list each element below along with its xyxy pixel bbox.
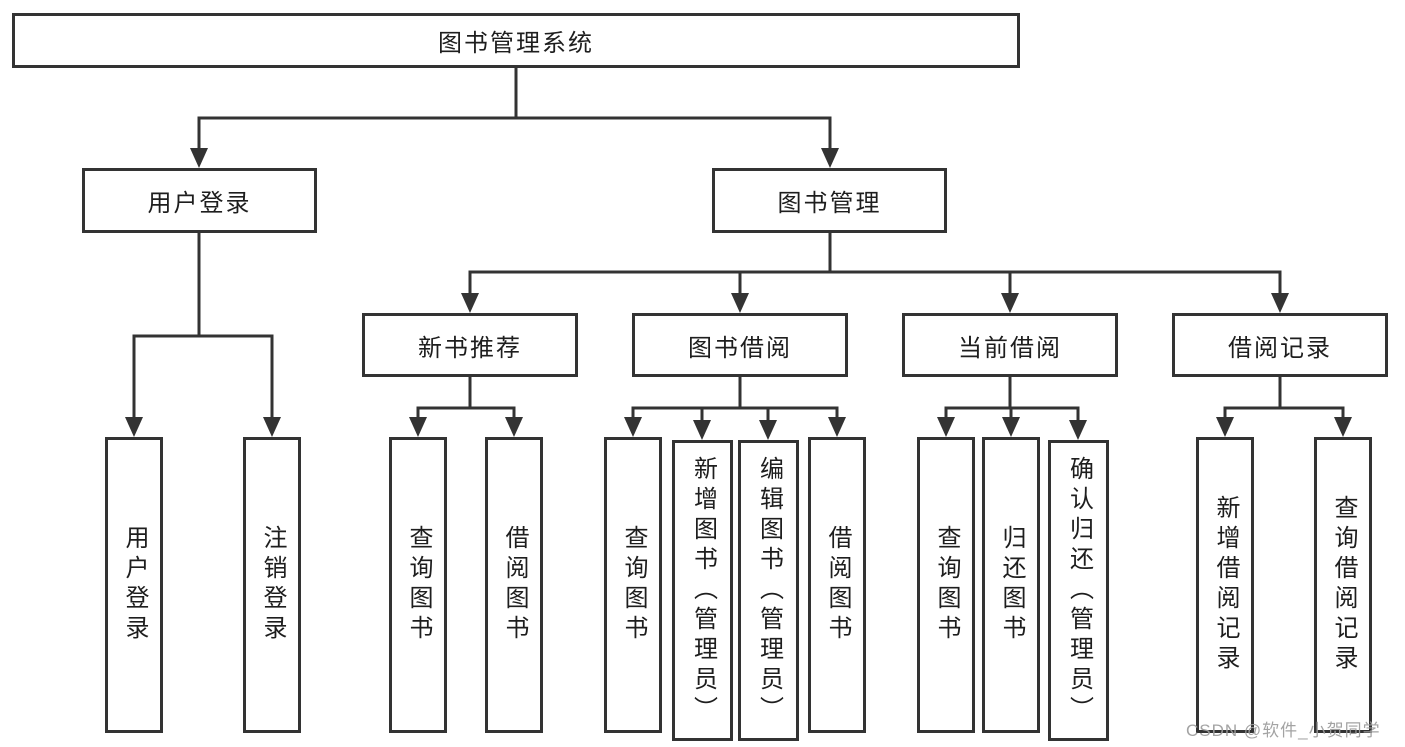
leaf-label: 借阅图书 xyxy=(501,525,528,645)
leaf-label: 新增图书（管理员） xyxy=(689,455,717,726)
csdn-watermark: CSDN @软件_小贺同学 xyxy=(1186,721,1381,740)
leaf-return-book: 归还图书 xyxy=(982,437,1040,733)
leaf-add-borrow-record: 新增借阅记录 xyxy=(1196,437,1254,733)
connector-current-borrow-children xyxy=(937,377,1087,440)
arrowhead-down-icon xyxy=(759,420,777,440)
leaf-query-books-2: 查询图书 xyxy=(604,437,662,733)
arrowhead-down-icon xyxy=(821,148,839,168)
arrowhead-down-icon xyxy=(937,417,955,437)
node-borrow-records: 借阅记录 xyxy=(1172,313,1388,377)
leaf-label: 借阅图书 xyxy=(824,525,851,645)
arrowhead-down-icon xyxy=(1271,293,1289,313)
node-root-system: 图书管理系统 xyxy=(12,13,1020,68)
leaf-add-book-admin: 新增图书（管理员） xyxy=(672,440,733,741)
leaf-label: 用户登录 xyxy=(121,525,148,645)
connector-book-management-children xyxy=(461,233,1289,313)
leaf-label: 归还图书 xyxy=(998,525,1025,645)
node-book-management: 图书管理 xyxy=(712,168,947,233)
node-current-borrow: 当前借阅 xyxy=(902,313,1118,377)
leaf-confirm-return-admin: 确认归还（管理员） xyxy=(1048,440,1109,741)
arrowhead-down-icon xyxy=(624,417,642,437)
connector-borrow-records-children xyxy=(1216,377,1352,437)
leaf-query-borrow-record: 查询借阅记录 xyxy=(1314,437,1372,733)
leaf-user-login: 用户登录 xyxy=(105,437,163,733)
node-book-borrow: 图书借阅 xyxy=(632,313,848,377)
leaf-borrow-books-1: 借阅图书 xyxy=(485,437,543,733)
leaf-query-books-1: 查询图书 xyxy=(389,437,447,733)
leaf-logout: 注销登录 xyxy=(243,437,301,733)
leaf-borrow-books-2: 借阅图书 xyxy=(808,437,866,733)
arrowhead-down-icon xyxy=(1001,293,1019,313)
arrowhead-down-icon xyxy=(828,417,846,437)
connector-book-borrow-children xyxy=(624,377,846,440)
arrowhead-down-icon xyxy=(409,417,427,437)
arrowhead-down-icon xyxy=(1216,417,1234,437)
leaf-label: 查询图书 xyxy=(405,525,432,645)
leaf-query-books-3: 查询图书 xyxy=(917,437,975,733)
arrowhead-down-icon xyxy=(1334,417,1352,437)
leaf-label: 注销登录 xyxy=(259,525,286,645)
connector-root-to-level2 xyxy=(190,68,839,168)
arrowhead-down-icon xyxy=(731,293,749,313)
leaf-label: 确认归还（管理员） xyxy=(1065,455,1093,726)
node-new-book-recommend: 新书推荐 xyxy=(362,313,578,377)
leaf-edit-book-admin: 编辑图书（管理员） xyxy=(738,440,799,741)
leaf-label: 查询图书 xyxy=(933,525,960,645)
arrowhead-down-icon xyxy=(693,420,711,440)
arrowhead-down-icon xyxy=(505,417,523,437)
arrowhead-down-icon xyxy=(190,148,208,168)
leaf-label: 查询借阅记录 xyxy=(1330,495,1357,675)
connector-user-login-children xyxy=(125,233,281,437)
arrowhead-down-icon xyxy=(263,417,281,437)
arrowhead-down-icon xyxy=(461,293,479,313)
leaf-label: 查询图书 xyxy=(620,525,647,645)
arrowhead-down-icon xyxy=(125,417,143,437)
leaf-label: 编辑图书（管理员） xyxy=(755,455,783,726)
connector-new-book-recommend-children xyxy=(409,377,523,437)
arrowhead-down-icon xyxy=(1069,420,1087,440)
arrowhead-down-icon xyxy=(1002,417,1020,437)
node-user-login: 用户登录 xyxy=(82,168,317,233)
leaf-label: 新增借阅记录 xyxy=(1212,495,1239,675)
